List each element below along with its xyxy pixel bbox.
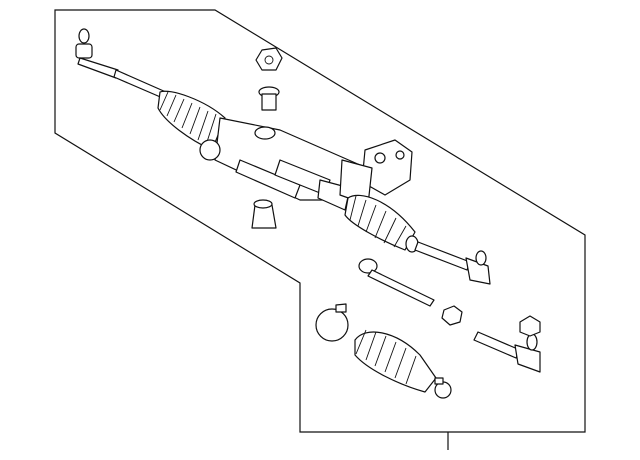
lower-bushing: [251, 199, 277, 229]
right-tie-rod-end: [465, 250, 491, 285]
pinion-valve-housing: [339, 139, 413, 206]
left-tie-rod-end: [75, 28, 119, 79]
replacement-tie-rod-end: [473, 331, 541, 373]
castle-nut: [519, 315, 541, 337]
rack-housing: [199, 117, 361, 211]
right-bellows-boot: [344, 194, 419, 253]
boot-clamp-large: [315, 303, 349, 342]
assembly-boundary: [54, 9, 586, 433]
boot-clamp-small: [434, 377, 452, 399]
replacement-bellows-boot: [354, 329, 437, 393]
bushing-mount: [258, 86, 280, 111]
inner-tie-rod: [358, 258, 435, 307]
right-tie-rod: [414, 241, 471, 271]
jam-nut: [441, 305, 463, 326]
mount-nut-top: [255, 47, 283, 71]
